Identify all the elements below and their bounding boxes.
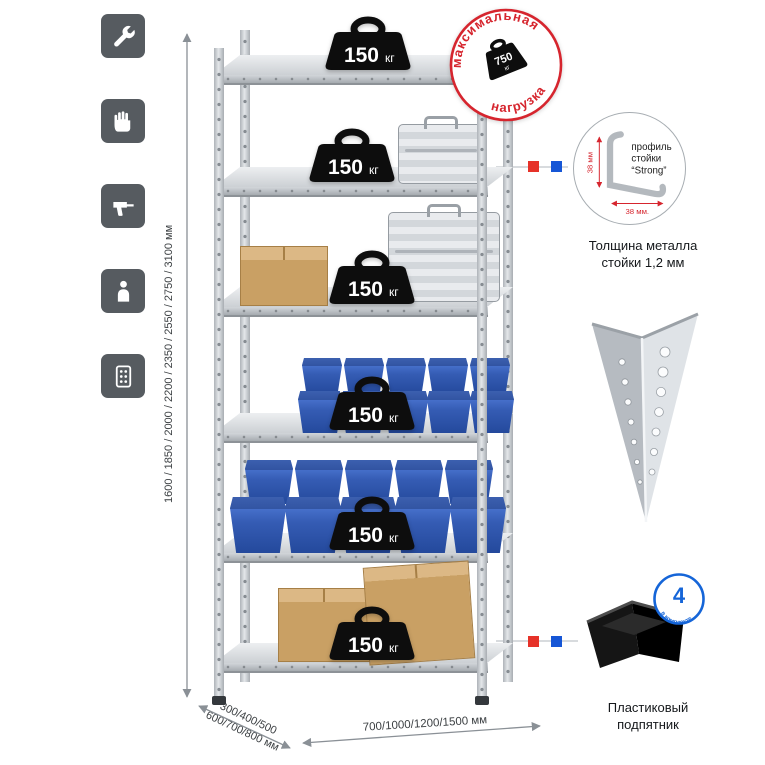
svg-text:38 мм.: 38 мм. [625, 207, 649, 216]
plastic-bin [386, 358, 426, 394]
svg-text:4: 4 [673, 583, 686, 608]
svg-text:кг: кг [385, 51, 395, 65]
svg-text:стойки: стойки [631, 154, 661, 165]
svg-text:150: 150 [328, 156, 363, 179]
shelf-load-weight: 150 кг [314, 496, 430, 554]
shelf-load-weight: 150 кг [314, 376, 430, 434]
svg-text:150: 150 [348, 634, 383, 657]
post-holes-icon [101, 354, 145, 398]
plastic-bin [230, 497, 286, 553]
plastic-bin [245, 460, 293, 504]
plastic-bin [295, 460, 343, 504]
svg-text:150: 150 [348, 404, 383, 427]
stamp-weight-icon: 750 кг [485, 38, 528, 81]
svg-text:150: 150 [348, 524, 383, 547]
width-dimension-label: 700/1000/1200/1500 мм [362, 714, 488, 734]
rack-post-front-left [214, 48, 224, 702]
shelf-edge [214, 553, 488, 563]
shelf-load-weight: 150 кг [294, 128, 410, 186]
connector-square-red [528, 161, 539, 172]
shelf-edge [214, 75, 488, 85]
connector-square-red [528, 636, 539, 647]
svg-text:профиль: профиль [631, 142, 671, 153]
svg-text:кг: кг [369, 163, 379, 177]
connector-square-blue [551, 636, 562, 647]
rack-post-front-right [477, 48, 487, 702]
svg-text:кг: кг [389, 285, 399, 299]
svg-text:кг: кг [389, 531, 399, 545]
post-profile-drawing [606, 131, 667, 198]
gloves-icon [101, 99, 145, 143]
shelf-load-weight: 150 кг [314, 606, 430, 664]
svg-text:38 мм: 38 мм [585, 152, 594, 173]
rack-foot [475, 696, 489, 705]
rack-foot [212, 696, 226, 705]
svg-text:“Strong”: “Strong” [631, 165, 666, 176]
svg-text:150: 150 [348, 278, 383, 301]
height-dimension-label: 1600 / 1850 / 2000 / 2200 / 2350 / 2550 … [163, 224, 176, 503]
depth-dimension-label: 300/400/500 600/700/800 мм [203, 700, 281, 754]
svg-text:кг: кг [504, 64, 512, 73]
plastic-bin [302, 358, 342, 394]
drill-icon [101, 184, 145, 228]
connector-square-blue [551, 161, 562, 172]
svg-text:кг: кг [389, 641, 399, 655]
included-count-badge: 4 в комплекте [652, 572, 706, 626]
wrench-icon [101, 14, 145, 58]
person-icon [101, 269, 145, 313]
shelf-load-weight: 150 кг [310, 16, 426, 74]
rack-post-back-left [240, 30, 250, 682]
svg-text:кг: кг [389, 411, 399, 425]
plastic-bin [470, 358, 510, 394]
max-load-stamp: максимальная нагрузка 750 кг [435, 0, 565, 124]
shelf-edge [214, 307, 488, 317]
angle-post-illustration [580, 302, 710, 534]
profile-callout: 38 мм 38 мм. профиль стойки “Strong” [573, 112, 686, 225]
plastic-bin [344, 358, 384, 394]
shelf-load-weight: 150 кг [314, 250, 430, 308]
plastic-bin [395, 460, 443, 504]
foot-caption: Пластиковый подпятник [607, 700, 689, 732]
aluminum-case [398, 124, 484, 184]
shelf-edge [214, 433, 488, 443]
plastic-bin [428, 358, 468, 394]
shelf-edge [214, 187, 488, 197]
svg-text:150: 150 [344, 44, 379, 67]
shelf-edge [214, 663, 488, 673]
rack-post-back-right [503, 30, 513, 682]
profile-caption: Толщина металла стойки 1,2 мм [588, 238, 698, 270]
cardboard-box [240, 246, 328, 306]
plastic-bin [427, 391, 471, 433]
